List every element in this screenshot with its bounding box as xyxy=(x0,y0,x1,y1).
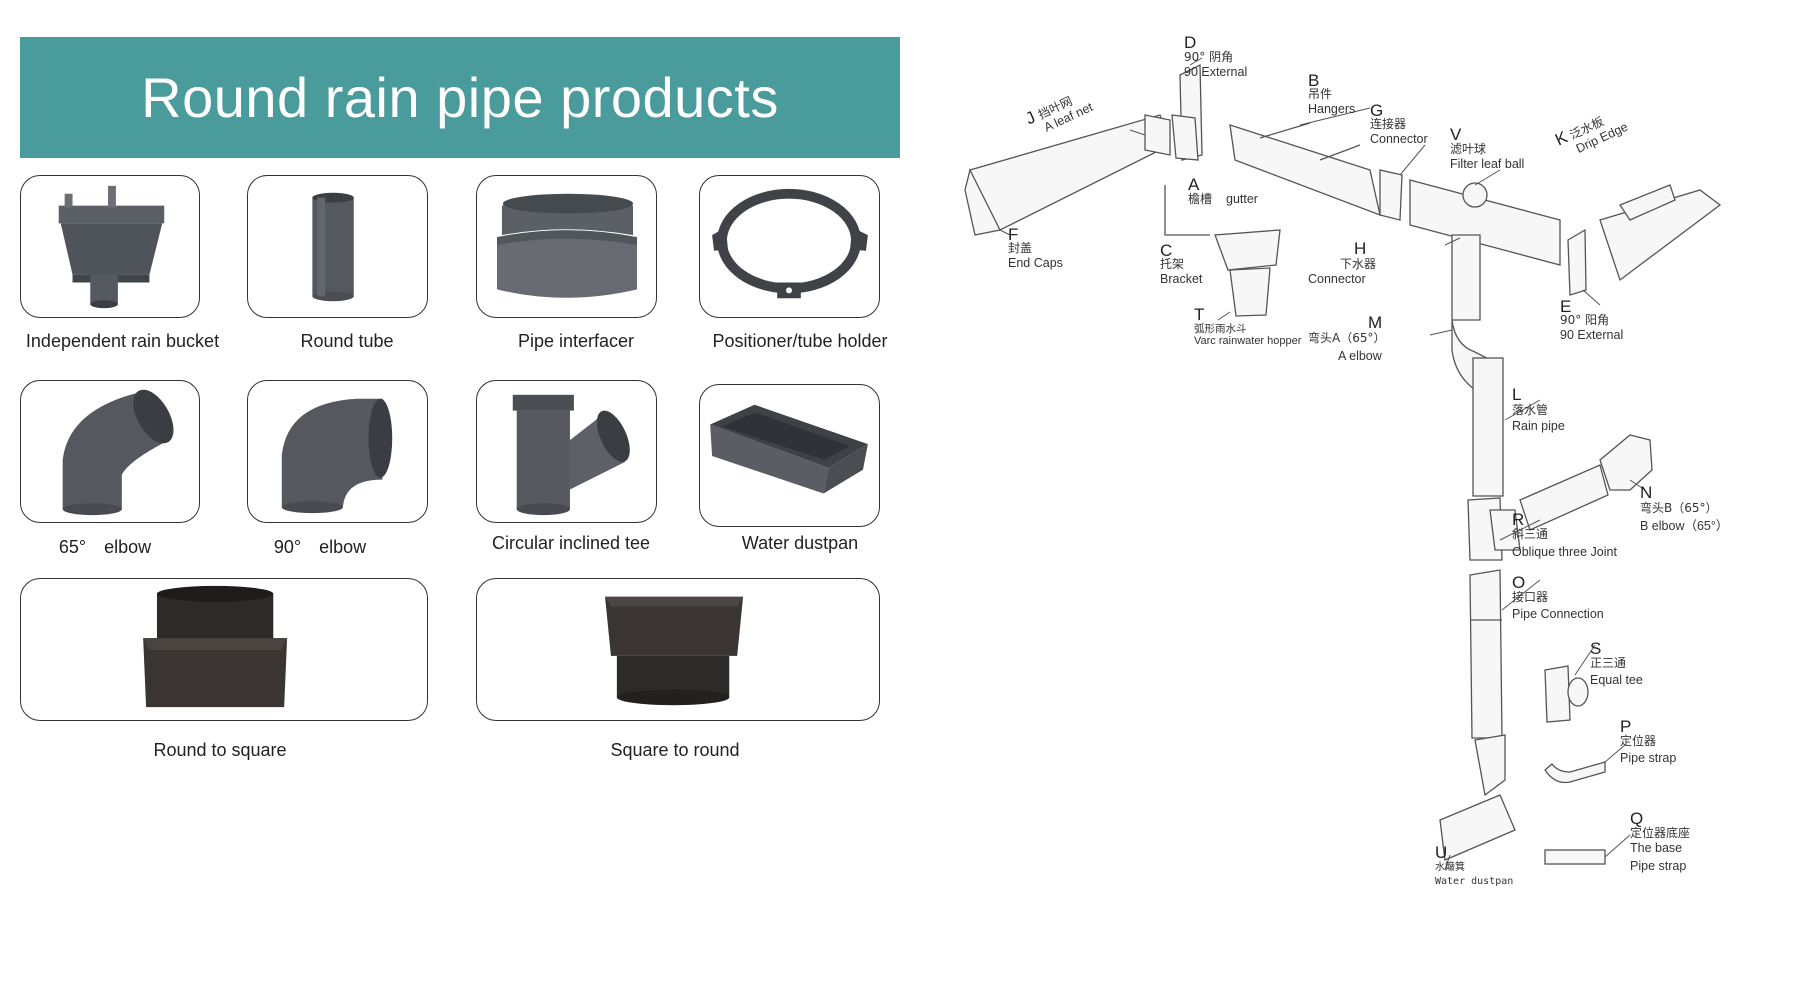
part-letter: B xyxy=(1308,71,1319,90)
part-en: Pipe strap xyxy=(1620,751,1676,765)
part-zh: 落水管 xyxy=(1512,402,1548,417)
part-letter: O xyxy=(1512,573,1525,592)
gutter-assembly-illustration: D 90° 阴角 90 External B 吊件 Hangers G 连接器 … xyxy=(964,33,1728,887)
product-label: Independent rain bucket xyxy=(25,331,220,351)
part-zh: 封盖 xyxy=(1008,241,1032,255)
part-letter: T xyxy=(1194,305,1204,324)
product-card-s2r[interactable] xyxy=(476,578,880,721)
part-letter: G xyxy=(1370,101,1383,120)
part-en: End Caps xyxy=(1008,256,1063,270)
product-label: 65° elbow xyxy=(58,537,152,557)
part-letter: N xyxy=(1640,483,1652,502)
part-en: Hangers xyxy=(1308,102,1355,116)
part-zh: 连接器 xyxy=(1370,116,1406,131)
part-en: Water dustpan xyxy=(1435,876,1513,887)
title-banner: Round rain pipe products xyxy=(20,37,900,158)
product-card-dustpan[interactable] xyxy=(699,384,880,527)
part-en: A elbow xyxy=(1338,349,1383,363)
product-card-tube[interactable] xyxy=(247,175,428,318)
part-letter: A xyxy=(1188,175,1200,194)
part-letter: U xyxy=(1435,843,1447,862)
part-en: Equal tee xyxy=(1590,673,1643,687)
water-dustpan-icon xyxy=(710,404,868,494)
product-label: Pipe interfacer xyxy=(517,331,635,351)
part-en: Rain pipe xyxy=(1512,419,1565,433)
product-card-bucket[interactable] xyxy=(20,175,200,318)
part-en: B elbow（65°） xyxy=(1640,519,1728,533)
rain-bucket-icon xyxy=(58,185,165,309)
part-zh: 吊件 xyxy=(1308,87,1332,101)
part-zh: 90° 阴角 xyxy=(1184,50,1233,64)
part-en-2: Pipe strap xyxy=(1630,859,1686,873)
part-en: 90 External xyxy=(1184,65,1247,79)
product-label: 90° elbow xyxy=(273,537,367,557)
product-card-tee[interactable] xyxy=(476,380,657,523)
part-zh: 接口器 xyxy=(1512,589,1548,604)
product-label: Water dustpan xyxy=(741,533,859,553)
part-zh: 滤叶球 xyxy=(1450,142,1486,156)
part-en: Oblique three Joint xyxy=(1512,545,1617,559)
product-card-elbow90[interactable] xyxy=(247,380,428,523)
tube-holder-icon xyxy=(712,188,868,299)
part-zh: 檐槽 xyxy=(1188,192,1212,206)
product-card-r2s[interactable] xyxy=(20,578,428,721)
part-en: Connector xyxy=(1370,132,1428,146)
product-label: Square to round xyxy=(610,740,740,760)
part-en: Connector xyxy=(1308,272,1366,286)
part-zh: 弯头B（65°） xyxy=(1640,500,1718,515)
part-zh: 下水器 xyxy=(1340,257,1376,271)
part-en: Varc rainwater hopper xyxy=(1194,335,1302,347)
part-letter: P xyxy=(1620,717,1631,736)
part-letter: F xyxy=(1008,225,1018,244)
round-to-square-icon xyxy=(143,585,288,708)
product-card-interfacer[interactable] xyxy=(476,175,657,318)
product-card-elbow65[interactable] xyxy=(20,380,200,523)
part-zh: 托架 xyxy=(1160,257,1184,271)
part-en: gutter xyxy=(1226,192,1258,206)
part-letter: Q xyxy=(1630,809,1643,828)
part-zh: 90° 阳角 xyxy=(1560,313,1609,327)
page-title: Round rain pipe products xyxy=(141,66,779,129)
part-en: 90 External xyxy=(1560,328,1623,342)
part-en: The base xyxy=(1630,841,1682,855)
elbow-90-icon xyxy=(281,398,393,514)
part-zh: 水簸箕 xyxy=(1435,860,1465,873)
part-en: Bracket xyxy=(1160,272,1203,286)
inclined-tee-icon xyxy=(512,394,630,516)
product-label: Round to square xyxy=(153,740,287,760)
part-zh: 定位器 xyxy=(1620,733,1656,748)
part-letter: D xyxy=(1184,33,1196,52)
part-letter: V xyxy=(1450,125,1462,144)
part-letter: M xyxy=(1368,313,1382,332)
round-tube-icon xyxy=(312,192,354,302)
part-zh: 正三通 xyxy=(1590,656,1626,670)
product-label: Positioner/tube holder xyxy=(712,331,888,351)
part-letter: H xyxy=(1354,239,1366,258)
pipe-interfacer-icon xyxy=(496,193,637,298)
part-letter: R xyxy=(1512,510,1524,529)
product-label: Round tube xyxy=(300,331,394,351)
product-label: Circular inclined tee xyxy=(491,533,651,553)
elbow-65-icon xyxy=(62,389,174,516)
part-letter: C xyxy=(1160,241,1172,260)
part-zh: 弧形雨水斗 xyxy=(1194,322,1247,335)
part-en: Pipe Connection xyxy=(1512,607,1604,621)
part-zh: 弯头A（65°） xyxy=(1308,330,1385,345)
part-letter: S xyxy=(1590,639,1601,658)
product-card-holder[interactable] xyxy=(699,175,880,318)
part-zh: 定位器底座 xyxy=(1630,825,1690,840)
gutter-system-diagram: D 90° 阴角 90 External B 吊件 Hangers G 连接器 … xyxy=(940,20,1800,950)
part-en: Filter leaf ball xyxy=(1450,157,1524,171)
part-letter: E xyxy=(1560,297,1571,316)
part-letter: L xyxy=(1512,385,1521,404)
square-to-round-icon xyxy=(605,596,744,706)
part-zh: 斜三通 xyxy=(1512,527,1548,541)
